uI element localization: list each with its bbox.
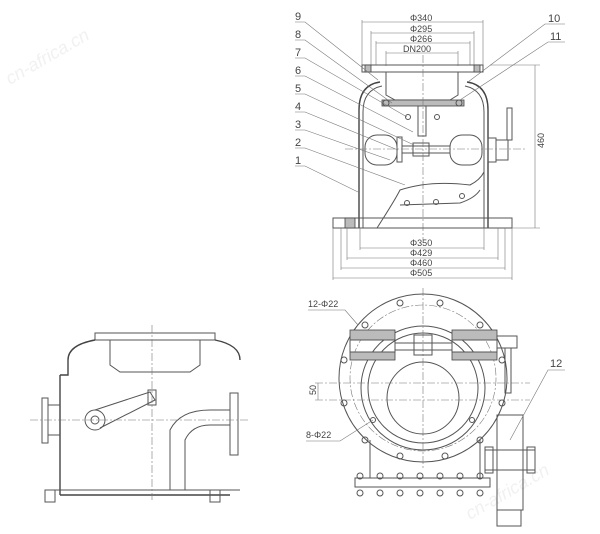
holes-label: 8-Φ22 — [306, 430, 331, 440]
part-label: 8 — [295, 29, 301, 41]
part-label: 7 — [295, 47, 301, 59]
dim-phi460: Φ460 — [410, 258, 432, 268]
part-labels-right: 10 11 — [459, 13, 565, 101]
dim-height-460: 460 — [536, 133, 546, 148]
part-label: 6 — [295, 65, 301, 77]
side-section-view — [30, 325, 250, 503]
dim-phi505: Φ505 — [410, 268, 432, 278]
dim-phi295: Φ295 — [410, 24, 432, 34]
part-label: 11 — [550, 31, 561, 43]
dim-phi266: Φ266 — [410, 34, 432, 44]
bolt-holes-label: 12-Φ22 — [308, 299, 338, 309]
part-label: 5 — [295, 83, 301, 95]
dim-phi350: Φ350 — [410, 238, 432, 248]
watermark: cn-africa.cn — [2, 25, 93, 89]
part-label: 2 — [295, 137, 301, 149]
part-label: 3 — [295, 119, 301, 131]
part-label: 9 — [295, 11, 301, 23]
offset-dim-50: 50 — [308, 385, 318, 395]
dim-phi340: Φ340 — [410, 13, 432, 23]
watermark: cn-africa.cn — [462, 460, 553, 524]
part-label: 4 — [295, 101, 301, 113]
dim-dn200: DN200 — [403, 44, 431, 54]
part-label-12: 12 — [550, 358, 562, 370]
section-view: 12-Φ22 50 8-Φ22 12 — [306, 288, 565, 527]
dim-phi429: Φ429 — [410, 248, 432, 258]
part-label: 10 — [548, 13, 560, 25]
part-labels-left: 9 8 7 6 5 4 3 2 1 — [295, 11, 415, 193]
part-label: 1 — [295, 155, 301, 167]
front-view: Φ340 Φ295 Φ266 DN200 — [295, 11, 565, 280]
